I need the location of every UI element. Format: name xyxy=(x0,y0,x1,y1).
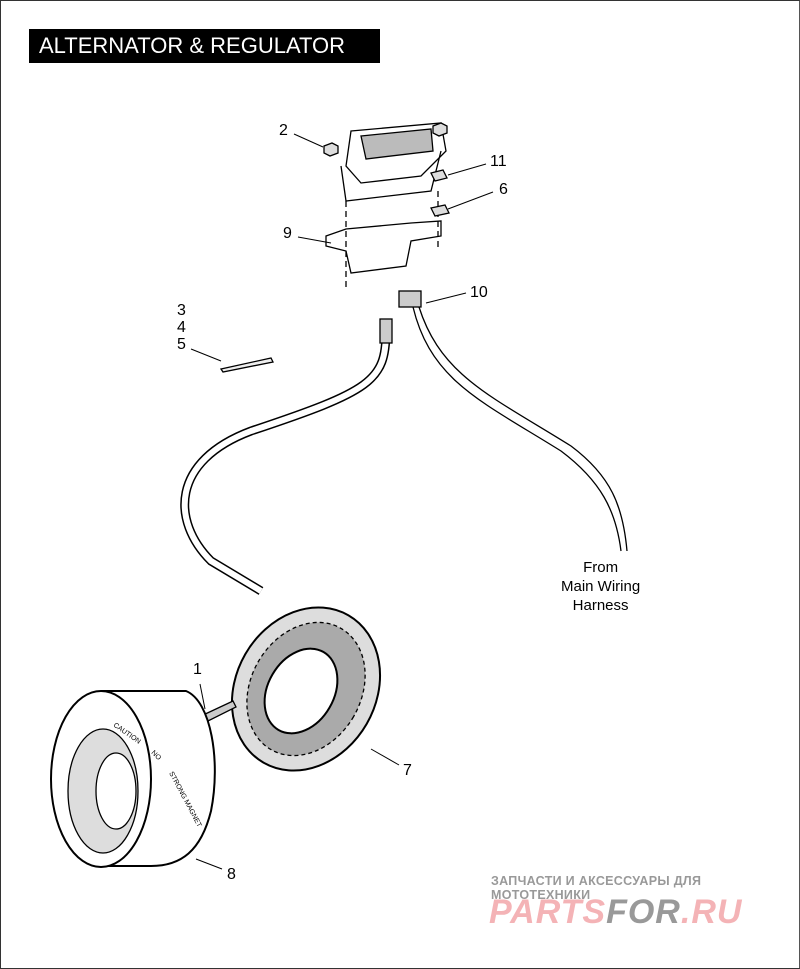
callout-8[interactable]: 8 xyxy=(227,866,236,883)
watermark-logo: PARTSFOR.RU xyxy=(489,894,742,930)
rotor xyxy=(50,690,216,868)
callout-4[interactable]: 4 xyxy=(177,319,186,336)
harness-note-line: Main Wiring xyxy=(561,578,641,595)
voltage-regulator xyxy=(323,122,450,291)
wiring-harness xyxy=(398,290,628,552)
leader-lines xyxy=(190,133,494,870)
stator-cable xyxy=(180,330,391,595)
logo-part: FOR xyxy=(606,893,681,931)
harness-note-line: Harness xyxy=(572,597,629,614)
stator xyxy=(230,606,382,772)
callout-5[interactable]: 5 xyxy=(177,336,186,353)
page-title: ALTERNATOR & REGULATOR xyxy=(29,29,380,63)
callout-3[interactable]: 3 xyxy=(177,302,186,319)
logo-part: .RU xyxy=(680,893,743,931)
callout-9[interactable]: 9 xyxy=(283,225,292,242)
pin xyxy=(219,357,274,373)
callout-11[interactable]: 11 xyxy=(490,153,507,170)
callout-1[interactable]: 1 xyxy=(193,661,202,678)
callout-6[interactable]: 6 xyxy=(499,181,508,198)
callout-7[interactable]: 7 xyxy=(403,762,412,779)
callout-2[interactable]: 2 xyxy=(279,122,288,139)
watermark-tagline: ЗАПЧАСТИ И АКСЕССУАРЫ ДЛЯ МОТОТЕХНИКИ xyxy=(491,874,702,902)
harness-note: From Main Wiring Harness xyxy=(561,558,640,615)
harness-note-line: From xyxy=(583,559,619,576)
callout-10[interactable]: 10 xyxy=(470,284,488,301)
logo-part: PARTS xyxy=(489,893,607,931)
